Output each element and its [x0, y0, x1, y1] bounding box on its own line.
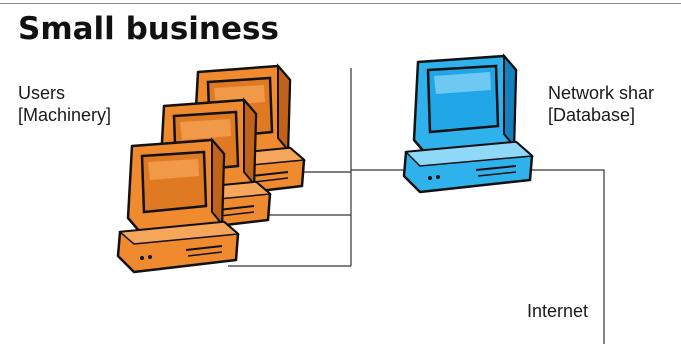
network-share-label: Network shar [Database] — [548, 82, 681, 126]
link-internet — [528, 169, 605, 344]
network-share-label-line2: [Database] — [548, 105, 636, 125]
internet-label: Internet — [527, 301, 589, 321]
users-label-line2: [Machinery] — [18, 105, 112, 125]
users-label: Users [Machinery] — [18, 82, 111, 126]
server-computer-icon — [402, 54, 534, 194]
top-divider — [0, 3, 681, 4]
users-label-line1: Users — [18, 83, 66, 103]
user-computer-icon — [116, 138, 240, 274]
network-share-label-line1: Network shar — [548, 83, 655, 103]
page-title: Small business — [18, 11, 279, 47]
